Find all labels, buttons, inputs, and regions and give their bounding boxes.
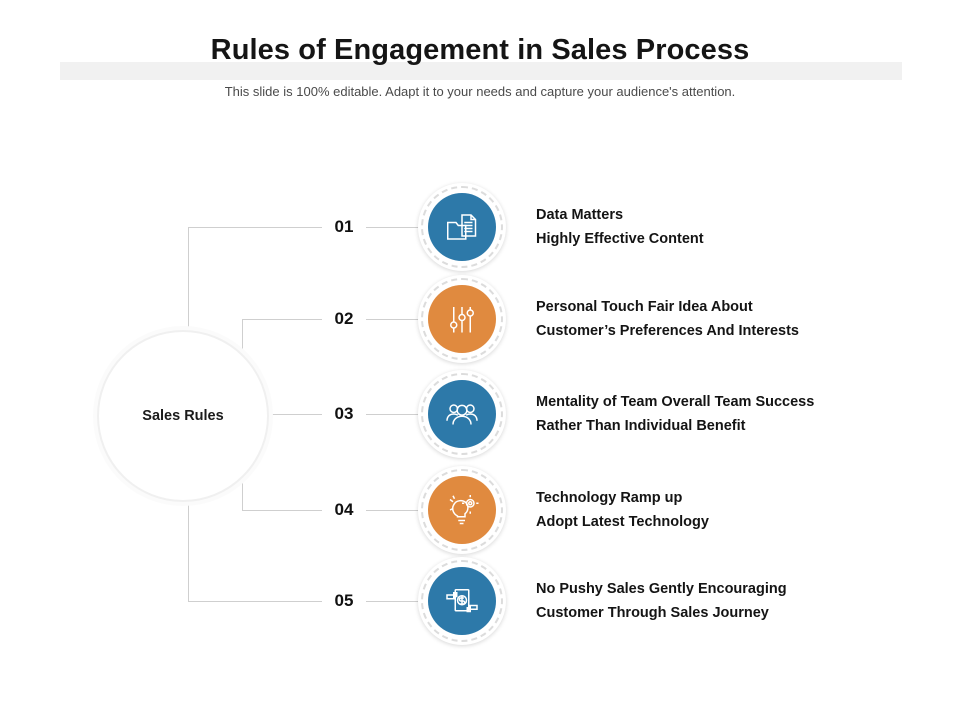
item-icon-badge[interactable] xyxy=(418,183,506,271)
badge-dashed-ring xyxy=(421,278,503,360)
item-icon-badge[interactable] xyxy=(418,466,506,554)
connector-inner-top xyxy=(242,319,322,320)
item-icon-badge[interactable] xyxy=(418,275,506,363)
badge-disc xyxy=(428,193,496,261)
item-line-1: Data Matters xyxy=(536,207,624,223)
item-icon-badge[interactable] xyxy=(418,370,506,458)
page-subtitle: This slide is 100% editable. Adapt it to… xyxy=(224,84,736,99)
item-line-1: Personal Touch Fair Idea About xyxy=(536,299,753,315)
item-text-block: No Pushy Sales Gently Encouraging Custom… xyxy=(536,577,936,625)
item-line-2: Rather Than Individual Benefit xyxy=(536,418,746,434)
badge-dashed-ring xyxy=(421,373,503,455)
hub-circle[interactable]: Sales Rules xyxy=(97,330,269,502)
item-number: 01 xyxy=(334,217,354,236)
money-exchange-hands-icon xyxy=(446,589,478,613)
connector-stub-02 xyxy=(366,319,422,320)
connector-stub-03 xyxy=(366,414,422,415)
connector-stub-05 xyxy=(366,601,422,602)
item-text-block: Personal Touch Fair Idea About Customer’… xyxy=(536,295,936,343)
badge-dashed-ring xyxy=(421,560,503,642)
connector-outer-top xyxy=(188,227,322,228)
item-line-1: Mentality of Team Overall Team Success xyxy=(536,394,815,410)
item-icon-badge[interactable] xyxy=(418,557,506,645)
badge-dashed-ring xyxy=(421,186,503,268)
badge-disc xyxy=(428,476,496,544)
hub-label: Sales Rules xyxy=(142,408,224,424)
item-line-2: Customer’s Preferences And Interests xyxy=(536,323,799,339)
badge-disc xyxy=(428,285,496,353)
item-number: 02 xyxy=(334,309,354,328)
connector-stub-04 xyxy=(366,510,422,511)
sliders-settings-icon xyxy=(450,307,474,333)
item-number: 03 xyxy=(334,404,354,423)
folder-document-icon xyxy=(447,214,477,240)
connector-stub-01 xyxy=(366,227,422,228)
item-text-block: Technology Ramp up Adopt Latest Technolo… xyxy=(536,486,936,534)
connector-outer-bottom xyxy=(188,601,322,602)
item-number: 05 xyxy=(334,591,354,610)
team-group-icon xyxy=(446,404,478,425)
item-line-2: Highly Effective Content xyxy=(536,231,704,247)
lightbulb-gear-icon xyxy=(449,495,479,525)
item-number: 04 xyxy=(334,500,354,519)
item-line-2: Adopt Latest Technology xyxy=(536,514,709,530)
item-line-1: No Pushy Sales Gently Encouraging xyxy=(536,581,787,597)
item-line-2: Customer Through Sales Journey xyxy=(536,605,769,621)
title-background-band xyxy=(60,62,902,80)
connector-hub-middle xyxy=(266,414,322,415)
item-text-block: Data Matters Highly Effective Content xyxy=(536,203,936,251)
badge-disc xyxy=(428,380,496,448)
item-line-1: Technology Ramp up xyxy=(536,490,683,506)
item-text-block: Mentality of Team Overall Team Success R… xyxy=(536,390,936,438)
connector-inner-bottom xyxy=(242,510,322,511)
badge-disc xyxy=(428,567,496,635)
page-title: Rules of Engagement in Sales Process xyxy=(210,34,750,66)
badge-dashed-ring xyxy=(421,469,503,551)
